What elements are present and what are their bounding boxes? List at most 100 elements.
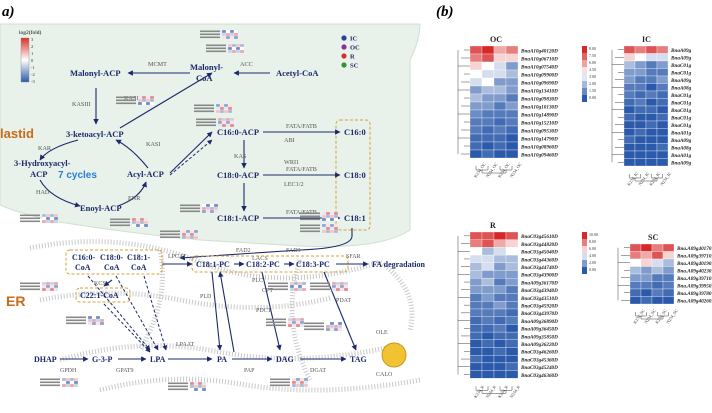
gene-label: BnaA10g40120D bbox=[520, 49, 558, 55]
heat-cell bbox=[469, 53, 483, 63]
mini-heat-cell bbox=[225, 123, 231, 128]
mini-heat-cell bbox=[229, 117, 235, 122]
mini-heat-cell bbox=[49, 281, 55, 286]
mini-heat-cell bbox=[91, 315, 97, 320]
mini-gene-label bbox=[200, 36, 220, 39]
heat-cell bbox=[481, 331, 495, 340]
heatmap-title: OC bbox=[490, 35, 502, 44]
node-c18-0-coa: C18:0-CoA bbox=[100, 253, 123, 272]
node-c18-1-acp: C18:1-ACP bbox=[217, 213, 259, 223]
mini-heat-cell bbox=[293, 287, 299, 292]
enzyme-ole: OLE bbox=[376, 330, 388, 336]
mini-heat-cell bbox=[325, 226, 331, 231]
mini-heat-cell bbox=[215, 103, 221, 108]
mini-heat-cell bbox=[321, 217, 327, 222]
heat-cell bbox=[656, 113, 669, 122]
tissue-dot bbox=[341, 44, 347, 50]
mini-heat-cell bbox=[329, 223, 335, 228]
heat-cell bbox=[662, 288, 675, 297]
heat-cell bbox=[640, 251, 653, 260]
mini-heat-cell bbox=[329, 217, 335, 222]
gene-label: Bna.A09g39710D bbox=[676, 254, 712, 260]
legend-tick: -1 bbox=[31, 65, 35, 70]
gene-label: BnaA09g bbox=[670, 138, 692, 144]
heat-cell bbox=[493, 109, 507, 119]
heat-cell bbox=[645, 83, 658, 92]
heat-cell bbox=[505, 141, 519, 151]
mini-heat-cell bbox=[201, 387, 207, 392]
mini-heat-cell bbox=[287, 320, 293, 325]
enzyme-labels-er: LPCAT FAD2 FAD3 SFAR KCS PLD PLC CPT PDC… bbox=[60, 248, 393, 378]
heatmap-oc: OCBnaA10g40120DBnaA10g06710DBnaA10g07540… bbox=[457, 35, 596, 179]
heat-cell bbox=[623, 45, 636, 54]
heat-cell bbox=[505, 125, 519, 135]
mini-heat-cell bbox=[325, 327, 331, 332]
mini-heat-cell bbox=[233, 35, 239, 40]
gene-label: BnaA10g10130D bbox=[520, 105, 558, 111]
enzyme-cpt: CPT bbox=[262, 288, 273, 294]
mini-heat-cell bbox=[45, 284, 51, 289]
gene-label: BnaC01g bbox=[670, 63, 692, 69]
heat-cell bbox=[481, 362, 495, 371]
heatmap-ic: ICBnaA09gBnaA09gBnaC01gBnaC01gBnaA09gBna… bbox=[611, 35, 692, 187]
mini-heat-cell bbox=[337, 321, 343, 326]
enzyme-enr: ENR bbox=[128, 195, 141, 202]
heat-cell bbox=[645, 120, 658, 129]
heat-cell bbox=[493, 301, 507, 310]
heat-cell bbox=[505, 347, 519, 356]
gene-label: BnaC03g45610D bbox=[520, 234, 558, 240]
enzyme-fata-1: FATA/FATB bbox=[286, 123, 317, 130]
node-c18-3-pc: C18:3-PC bbox=[296, 260, 330, 269]
heat-cell bbox=[623, 60, 636, 69]
gene-label: BnaC03g43970D bbox=[520, 311, 558, 317]
heat-cell bbox=[481, 101, 495, 111]
mini-heat-cell bbox=[219, 106, 225, 111]
mini-heat-cell bbox=[91, 318, 97, 323]
mini-heat-cell bbox=[45, 216, 51, 221]
heat-cell bbox=[481, 109, 495, 119]
node-lpa: LPA bbox=[150, 355, 166, 364]
heat-cell bbox=[481, 239, 495, 248]
mini-heat-cell bbox=[41, 213, 47, 218]
mini-gene-label bbox=[168, 388, 188, 391]
mini-heat-cell bbox=[217, 123, 223, 128]
mini-heat-cell bbox=[139, 217, 145, 222]
heat-cell bbox=[481, 61, 495, 71]
enzyme-abi: ABI bbox=[284, 137, 295, 144]
mini-heat-cell bbox=[215, 109, 221, 114]
enzyme-lpaat: LPAAT bbox=[176, 342, 194, 348]
mini-gene-label bbox=[300, 224, 320, 227]
mini-heat-cell bbox=[189, 229, 195, 234]
mini-heat-cell bbox=[299, 320, 305, 325]
heat-cell bbox=[640, 258, 653, 267]
mini-heat-cell bbox=[233, 29, 239, 34]
mini-heat-cell bbox=[41, 281, 47, 286]
mini-gene-label bbox=[40, 381, 60, 384]
mini-heat-cell bbox=[205, 209, 211, 214]
heat-cell bbox=[629, 266, 642, 275]
mini-gene-label bbox=[196, 121, 216, 124]
cycles-label: 7 cycles bbox=[58, 170, 97, 181]
scale-label: 6.00 bbox=[589, 60, 596, 65]
mini-heat-cell bbox=[325, 217, 331, 222]
heat-cell bbox=[493, 53, 507, 63]
mini-heat-cell bbox=[143, 220, 149, 225]
heat-cell bbox=[481, 125, 495, 135]
gene-label: BnaC03g44820D bbox=[520, 242, 558, 248]
node-c16-0: C16:0 bbox=[344, 127, 366, 137]
gene-label: BnaA09g36220D bbox=[520, 342, 558, 348]
gene-label: BnaA10g14890D bbox=[520, 113, 558, 119]
mini-heat-cell bbox=[141, 98, 147, 103]
heat-cell bbox=[662, 266, 675, 275]
mini-heat-cell bbox=[61, 383, 67, 388]
scale-swatch bbox=[582, 74, 587, 81]
mini-heat-cell bbox=[221, 32, 227, 37]
mini-gene-label bbox=[206, 44, 226, 47]
gene-label: BnaA09g36170D bbox=[520, 280, 558, 286]
gene-label: Bna.A09g39710D bbox=[676, 276, 712, 282]
mini-heat-cell bbox=[225, 120, 231, 125]
enzyme-labels-plastid: MCMT ACC KASII KASIII KAR HAD ENR KASI F… bbox=[36, 61, 317, 262]
gene-label: BnaC03g44360D bbox=[520, 257, 558, 263]
mini-heat-cell bbox=[295, 317, 301, 322]
